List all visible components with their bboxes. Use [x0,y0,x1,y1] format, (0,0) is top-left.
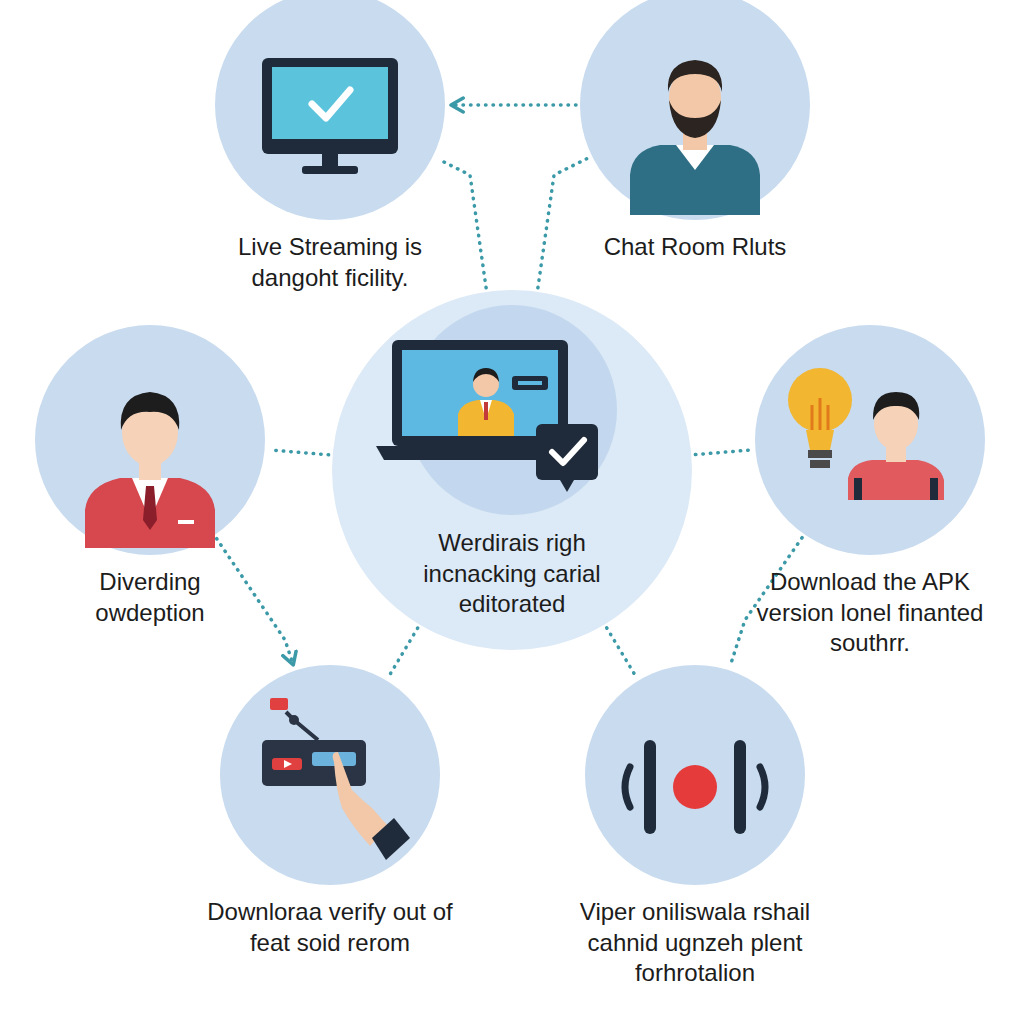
node-label: Downloraa verify out of feat soid rerom [200,897,460,958]
dotted-connector [271,450,329,455]
dotted-connector [607,628,636,676]
dotted-connector [389,628,417,675]
node-label: Live Streaming is dangoht ficility. [205,232,455,293]
person-icon [85,392,215,548]
dotted-connector [438,159,486,288]
node-label: Werdirais righ incnacking carial editora… [387,528,637,620]
dotted-connector [695,450,749,455]
monitor-icon [262,58,398,174]
dotted-connector [217,539,294,665]
circle-node: Download the APK version lonel finanted … [755,325,985,555]
node-label: Viper oniliswala rshail cahnid ugnzeh pl… [550,897,840,989]
dotted-connector [451,103,576,107]
card-icon [262,698,410,860]
speaker-icon [625,740,765,834]
circle-node: Werdirais righ incnacking carial editora… [332,290,692,650]
node-label: Chat Room Rluts [575,232,815,263]
circle-node: Diverding owdeption [35,325,265,555]
circle-node: Downloraa verify out of feat soid rerom [220,665,440,885]
node-label: Diverding owdeption [50,567,250,628]
dotted-connector [538,159,587,288]
lightbulb-icon [788,368,944,500]
person-icon [630,60,760,215]
circle-node: Live Streaming is dangoht ficility. [215,0,445,220]
circle-node: Viper oniliswala rshail cahnid ugnzeh pl… [585,665,805,885]
circle-node: Chat Room Rluts [580,0,810,220]
node-label: Download the APK version lonel finanted … [750,567,990,659]
laptop-icon [376,340,598,492]
